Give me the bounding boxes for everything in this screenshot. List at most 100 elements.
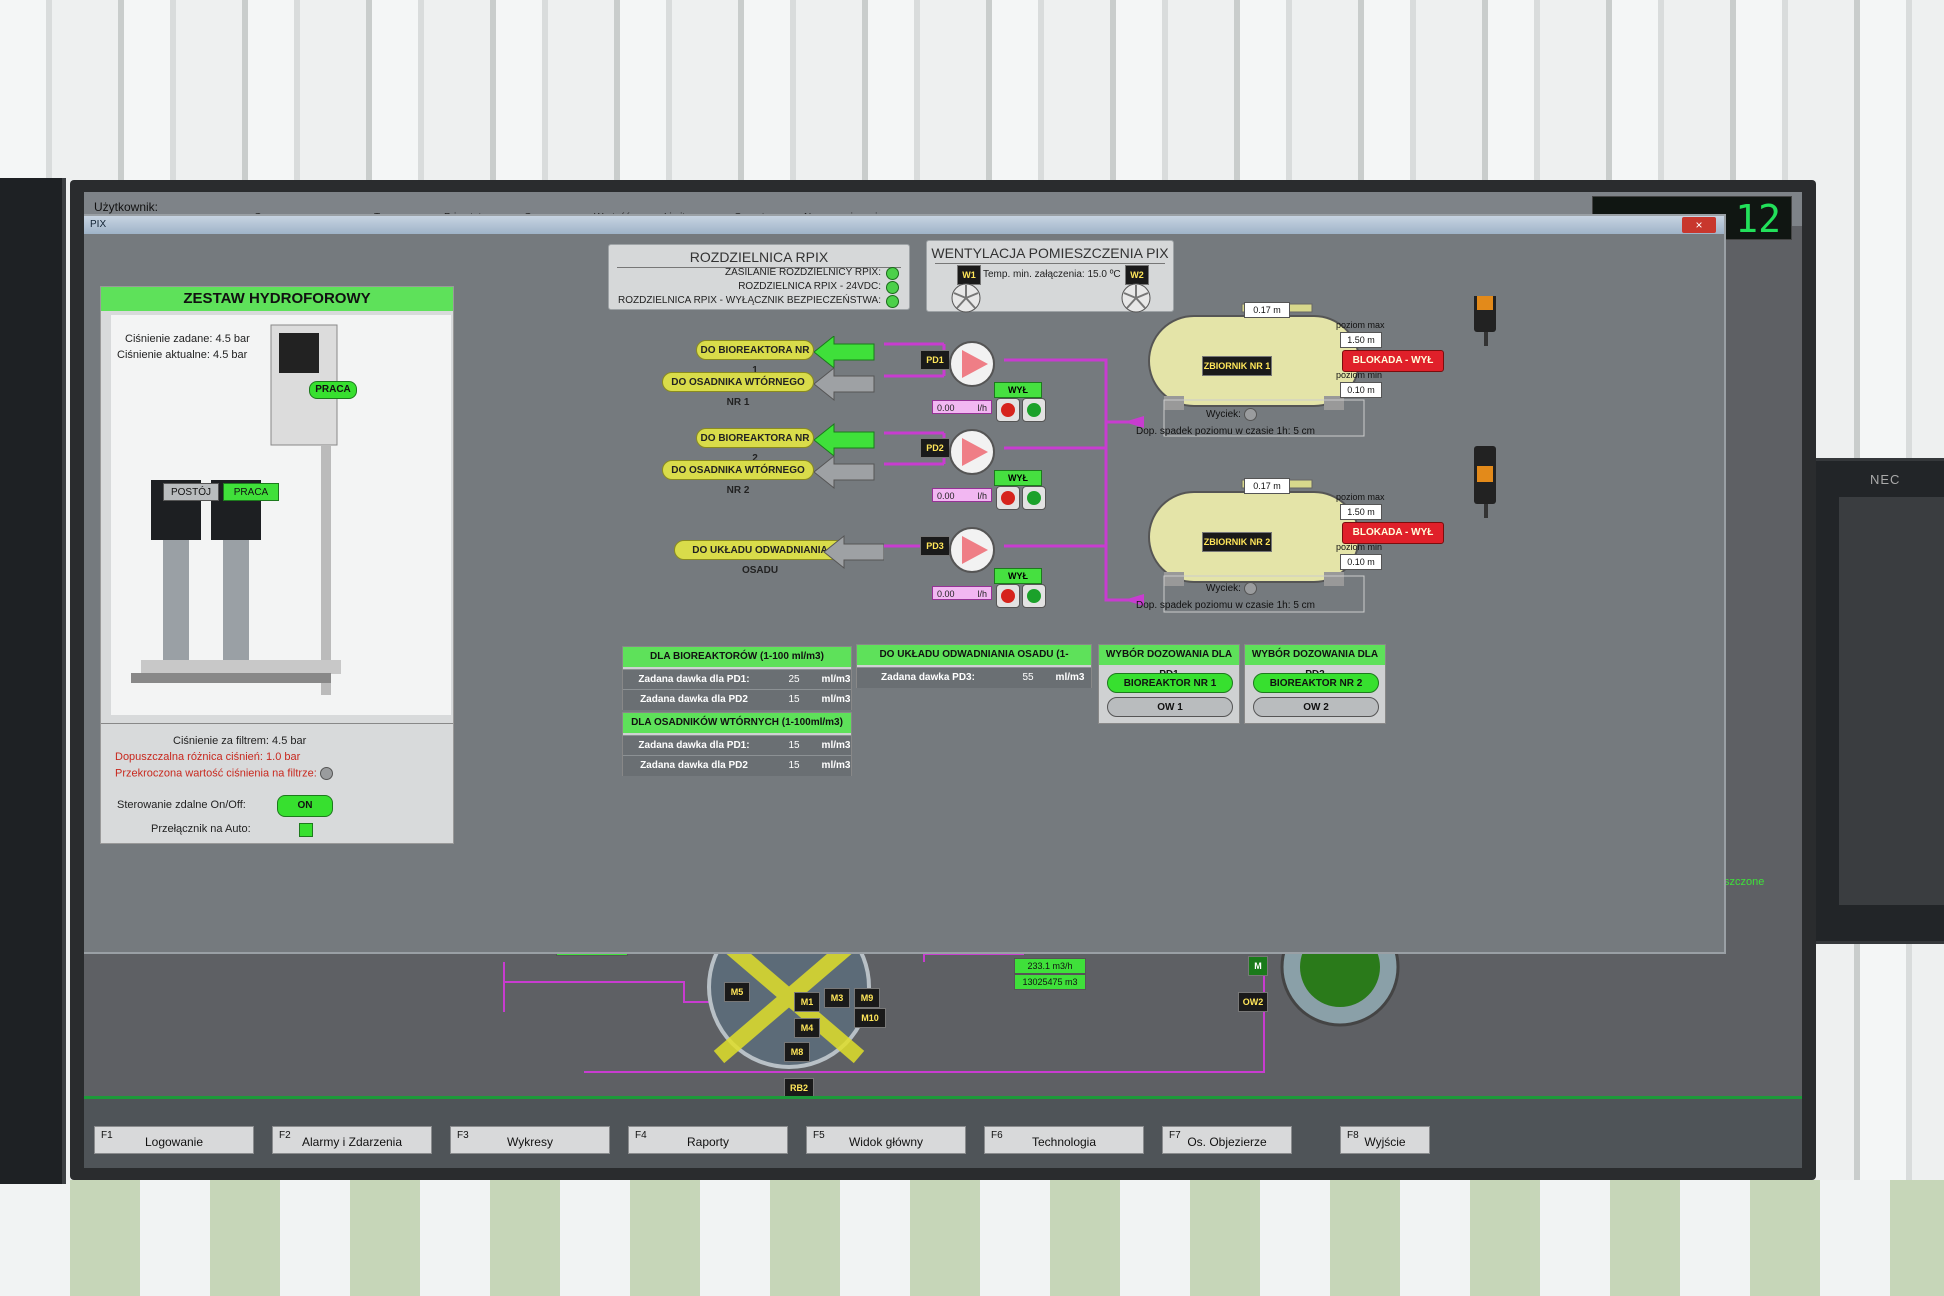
function-bar-border: [84, 1096, 1802, 1099]
rpix-row-3: ROZDZIELNICA RPIX - WYŁĄCZNIK BEZPIECZEŃ…: [618, 295, 881, 306]
pump-pd3-start-button[interactable]: [1022, 584, 1046, 608]
pump-pd2-stop-button[interactable]: [996, 486, 1020, 510]
pump-pd3-icon[interactable]: [948, 526, 998, 574]
hydro-remote-toggle[interactable]: ON: [277, 795, 333, 817]
hydro-title: ZESTAW HYDROFOROWY: [101, 287, 453, 311]
tank-2-name: ZBIORNIK NR 2: [1202, 532, 1272, 552]
dest-bio1[interactable]: DO BIOREAKTORA NR 1: [696, 340, 814, 376]
dest-osad1[interactable]: DO OSADNIKA WTÓRNEGO NR 1: [662, 372, 814, 408]
pump-pd2-flow: 0.00 l/h: [932, 488, 992, 502]
pump-pd1-flow: 0.00 l/h: [932, 400, 992, 414]
hydro-postoj-tag: POSTÓJ: [163, 483, 219, 501]
dest-odw[interactable]: DO UKŁADU ODWADNIANIA OSADU: [674, 540, 846, 576]
pump-pd3-stop-button[interactable]: [996, 584, 1020, 608]
hydro-remote-label: Sterowanie zdalne On/Off:: [117, 799, 246, 811]
tank-1-max: 1.50 m: [1340, 332, 1382, 348]
dose-osad-pd2-input[interactable]: 15: [788, 760, 800, 771]
hydro-actual-row: Ciśnienie aktualne: 4.5 bar: [117, 349, 248, 361]
dest-osad2[interactable]: DO OSADNIKA WTÓRNEGO NR 2: [662, 460, 814, 496]
dose-bio-pd1-input[interactable]: 25: [788, 674, 800, 685]
motor-m4[interactable]: M4: [794, 1018, 820, 1038]
tank-2-leak: Wyciek:: [1206, 582, 1257, 595]
hydro-diff-row: Dopuszczalna różnica ciśnień: 1.0 bar: [115, 751, 301, 763]
tank-1-min: 0.10 m: [1340, 382, 1382, 398]
rpix-led-1: [886, 267, 899, 280]
bg-flow-rate: 233.1 m3/h: [1014, 958, 1086, 974]
tank-2-min-label: poziom min: [1336, 542, 1383, 552]
dose-pd1-bio-button[interactable]: BIOREAKTOR NR 1: [1107, 673, 1233, 693]
tank-1-alarm[interactable]: BLOKADA - WYŁ: [1342, 350, 1444, 372]
fan-w2-icon[interactable]: [1121, 283, 1151, 313]
close-button[interactable]: ×: [1682, 217, 1716, 233]
background-process: [503, 932, 1400, 1073]
direction-arrows: [814, 336, 884, 570]
dose-pd2-title: WYBÓR DOZOWANIA DLA PD2: [1245, 645, 1385, 680]
ow2-motor[interactable]: M: [1248, 956, 1268, 976]
tank-1-drop: Dop. spadek poziomu w czasie 1h: 5 cm: [1136, 426, 1315, 437]
hydro-set-row: Ciśnienie zadane: 4.5 bar: [125, 333, 250, 345]
pump-pd2-start-button[interactable]: [1022, 486, 1046, 510]
hydro-auto-checkbox[interactable]: [299, 823, 313, 837]
hydro-auto-label: Przełącznik na Auto:: [151, 823, 251, 835]
dose-odw-pd3-input[interactable]: 55: [1022, 672, 1034, 683]
vent-w1-label: W1: [957, 265, 981, 285]
motor-m8[interactable]: M8: [784, 1042, 810, 1062]
tank-2-alarm[interactable]: BLOKADA - WYŁ: [1342, 522, 1444, 544]
hydro-praca-tag: PRACA: [223, 483, 279, 501]
pump-pd3-label: PD3: [920, 536, 950, 556]
bg-partial-label: szczone: [1724, 876, 1765, 888]
stacklight-2-icon: [1474, 446, 1496, 518]
dose-bio-pd2-input[interactable]: 15: [788, 694, 800, 705]
pump-pd1-icon[interactable]: [948, 340, 998, 388]
hydro-exceeded-row: Przekroczona wartość ciśnienia na filtrz…: [115, 767, 333, 780]
pix-window: PIX × ROZDZIELNICA RPIX ZASILANIE ROZDZI…: [84, 216, 1724, 952]
dose-pd2-bio-button[interactable]: BIOREAKTOR NR 2: [1253, 673, 1379, 693]
tank-1-leak: Wyciek:: [1206, 408, 1257, 421]
pump-pd1-start-button[interactable]: [1022, 398, 1046, 422]
rpix-row-2: ROZDZIELNICA RPIX - 24VDC:: [738, 281, 881, 292]
dose-pd1-ow-button[interactable]: OW 1: [1107, 697, 1233, 717]
motor-m5[interactable]: M5: [724, 982, 750, 1002]
rpix-row-1: ZASILANIE ROZDZIELNICY RPIX:: [725, 267, 881, 278]
dose-osad-pd1-input[interactable]: 15: [788, 740, 800, 751]
motor-m10[interactable]: M10: [854, 1008, 886, 1028]
monitor-brand: NEC: [1870, 472, 1901, 487]
rpix-led-2: [886, 281, 899, 294]
pump-pd2-icon[interactable]: [948, 428, 998, 476]
motor-m1[interactable]: M1: [794, 992, 820, 1012]
vent-temp-label: Temp. min. załączenia: 15.0 ºC: [983, 269, 1121, 280]
scada-screen: Użytkownik: Czas Typ Priorytet Grupa War…: [84, 192, 1802, 1168]
dest-bio2[interactable]: DO BIOREAKTORA NR 2: [696, 428, 814, 464]
motor-m3[interactable]: M3: [824, 988, 850, 1008]
hydro-filter-row: Ciśnienie za filtrem: 4.5 bar: [173, 735, 307, 747]
ventilation-panel: WENTYLACJA POMIESZCZENIA PIX W1 W2 Temp.…: [926, 240, 1174, 313]
pump-pd2-state: WYŁ: [994, 470, 1042, 486]
hydrophore-image: [111, 315, 451, 715]
pump-pd1-stop-button[interactable]: [996, 398, 1020, 422]
pix-titlebar[interactable]: PIX ×: [84, 216, 1724, 234]
table-bio: DLA BIOREAKTORÓW (1-100 ml/m3) Zadana da…: [622, 646, 852, 710]
rpix-title: ROZDZIELNICA RPIX: [689, 249, 829, 265]
fan-w1-icon[interactable]: [951, 283, 981, 313]
ow2-label: OW2: [1238, 992, 1268, 1012]
motor-m9[interactable]: M9: [854, 988, 880, 1008]
hydro-praca-top: PRACA: [309, 381, 357, 399]
vent-title: WENTYLACJA POMIESZCZENIA PIX: [931, 245, 1169, 261]
table-osad-title: DLA OSADNIKÓW WTÓRNYCH (1-100ml/m3): [623, 713, 851, 733]
pump-pd3-state: WYŁ: [994, 568, 1042, 584]
right-monitor: [1812, 458, 1944, 944]
table-odw-title: DO UKŁADU ODWADNIANIA OSADU (1-300ml/m3): [857, 645, 1091, 680]
dose-pd2-ow-button[interactable]: OW 2: [1253, 697, 1379, 717]
tank-2-max-label: poziom max: [1336, 492, 1385, 502]
